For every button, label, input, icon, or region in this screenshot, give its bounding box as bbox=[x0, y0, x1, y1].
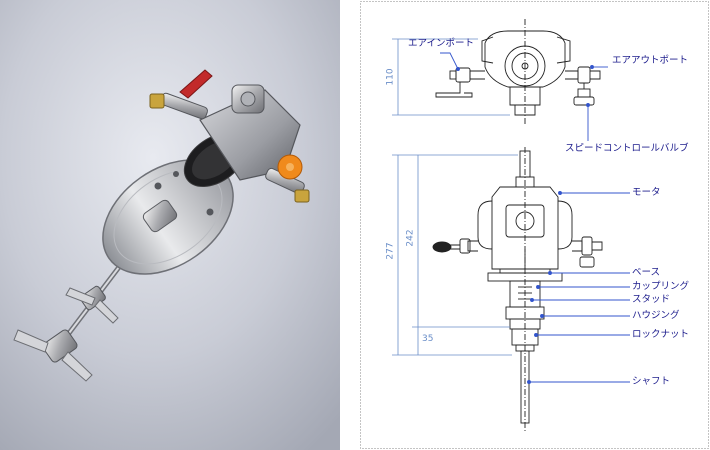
drawing-linework bbox=[360, 1, 709, 449]
label-stud: スタッド bbox=[632, 294, 671, 305]
impeller bbox=[13, 285, 119, 382]
side-view-outline bbox=[432, 147, 603, 431]
label-speed-control-valve: スピードコントロールバルブ bbox=[565, 143, 689, 154]
dimension-277: 277 bbox=[385, 242, 396, 260]
dimension-110: 110 bbox=[385, 68, 396, 86]
label-base: ベース bbox=[632, 267, 661, 278]
label-shaft: シャフト bbox=[632, 376, 671, 387]
dotted-frame bbox=[360, 1, 709, 449]
label-air-in-port: エアインポート bbox=[408, 38, 475, 49]
label-lock-nut: ロックナット bbox=[632, 329, 690, 340]
air-motor-stirrer-illustration bbox=[0, 0, 340, 450]
technical-drawing: エアインポート エアアウトポート スピードコントロールバルブ モータ ベース カ… bbox=[360, 1, 709, 449]
inlet-valve-handle bbox=[179, 69, 213, 99]
top-view-outline bbox=[435, 19, 601, 125]
leader-lines bbox=[440, 52, 630, 384]
label-coupling: カップリング bbox=[632, 281, 690, 292]
label-air-out-port: エアアウトポート bbox=[612, 55, 689, 66]
product-photo bbox=[0, 0, 340, 450]
dimension-35: 35 bbox=[422, 334, 434, 344]
label-housing: ハウジング bbox=[632, 310, 680, 321]
label-motor: モータ bbox=[632, 187, 661, 198]
dimension-242: 242 bbox=[405, 229, 416, 247]
dimension-lines bbox=[392, 38, 518, 356]
